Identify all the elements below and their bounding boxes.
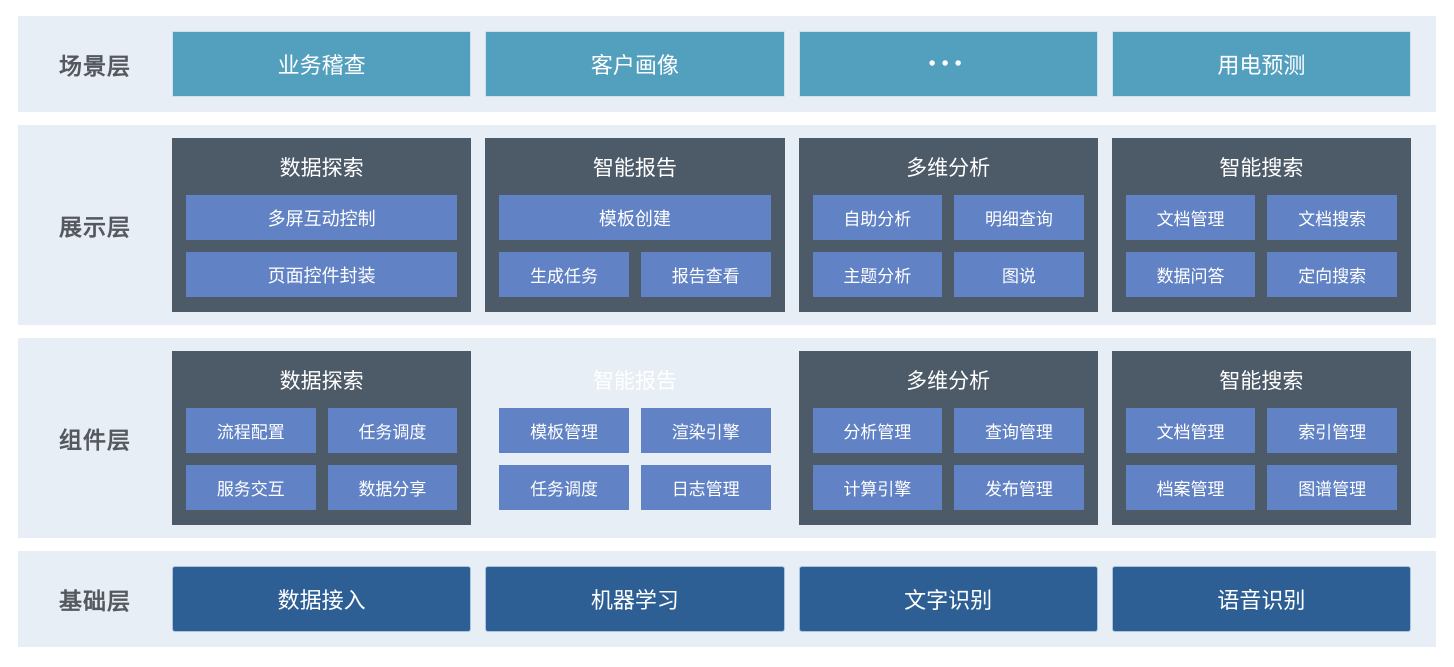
foundation-layer-band: 基础层 数据接入 机器学习 文字识别 语音识别 xyxy=(18,551,1436,647)
group-card-no-background: 智能报告 模板管理 渲染引擎 任务调度 日志管理 xyxy=(485,351,784,525)
group-items: 文档管理 文档搜索 数据问答 定向搜索 xyxy=(1125,195,1397,297)
module-chip: 任务调度 xyxy=(327,408,458,453)
foundation-layer-label-cell: 基础层 xyxy=(18,551,172,647)
module-chip: 档案管理 xyxy=(1125,465,1256,510)
component-groups-row: 数据探索 流程配置 任务调度 服务交互 数据分享 智能报告 模板管理 渲染引擎 … xyxy=(172,338,1411,538)
group-items: 流程配置 任务调度 服务交互 数据分享 xyxy=(186,408,458,510)
component-layer-label-cell: 组件层 xyxy=(18,338,172,538)
layer-label: 组件层 xyxy=(59,427,131,453)
group-items: 模板管理 渲染引擎 任务调度 日志管理 xyxy=(499,408,771,510)
module-chip: 查询管理 xyxy=(954,408,1084,453)
foundation-button: 语音识别 xyxy=(1111,566,1411,632)
group-card: 智能搜索 文档管理 索引管理 档案管理 图谱管理 xyxy=(1111,351,1411,525)
module-chip: 分析管理 xyxy=(812,408,943,453)
group-title: 多维分析 xyxy=(906,369,991,393)
group-title: 数据探索 xyxy=(279,369,364,393)
module-chip: 图说 xyxy=(954,252,1084,297)
group-title: 智能报告 xyxy=(592,156,677,180)
module-chip: 数据问答 xyxy=(1125,252,1256,297)
scenario-button: 用电预测 xyxy=(1111,31,1411,97)
component-layer-band: 组件层 数据探索 流程配置 任务调度 服务交互 数据分享 智能报告 模板管理 渲… xyxy=(18,338,1436,538)
module-chip: 日志管理 xyxy=(640,465,771,510)
group-card: 多维分析 自助分析 明细查询 主题分析 图说 xyxy=(798,138,1098,312)
module-chip: 页面控件封装 xyxy=(186,252,458,297)
group-card: 多维分析 分析管理 查询管理 计算引擎 发布管理 xyxy=(798,351,1098,525)
module-chip: 报告查看 xyxy=(640,252,771,297)
module-chip: 自助分析 xyxy=(812,195,943,240)
module-chip: 服务交互 xyxy=(186,465,316,510)
module-chip: 主题分析 xyxy=(812,252,943,297)
module-chip: 多屏互动控制 xyxy=(186,195,458,240)
module-chip: 发布管理 xyxy=(954,465,1084,510)
scenario-button-ellipsis: ••• xyxy=(798,31,1098,97)
foundation-buttons-row: 数据接入 机器学习 文字识别 语音识别 xyxy=(172,551,1411,647)
module-chip: 图谱管理 xyxy=(1267,465,1397,510)
group-title: 数据探索 xyxy=(279,156,364,180)
module-chip: 文档管理 xyxy=(1125,408,1256,453)
module-chip: 数据分享 xyxy=(327,465,458,510)
module-chip: 生成任务 xyxy=(499,252,629,297)
foundation-button: 文字识别 xyxy=(798,566,1098,632)
group-card: 数据探索 流程配置 任务调度 服务交互 数据分享 xyxy=(172,351,472,525)
presentation-layer-band: 展示层 数据探索 多屏互动控制 页面控件封装 智能报告 模板创建 生成任务 报告… xyxy=(18,125,1436,325)
scenario-layer-label-cell: 场景层 xyxy=(18,16,172,112)
group-items: 文档管理 索引管理 档案管理 图谱管理 xyxy=(1125,408,1397,510)
module-chip: 索引管理 xyxy=(1267,408,1397,453)
presentation-layer-label-cell: 展示层 xyxy=(18,125,172,325)
group-card: 数据探索 多屏互动控制 页面控件封装 xyxy=(172,138,472,312)
module-chip: 计算引擎 xyxy=(812,465,943,510)
module-chip: 任务调度 xyxy=(499,465,629,510)
presentation-groups-row: 数据探索 多屏互动控制 页面控件封装 智能报告 模板创建 生成任务 报告查看 多… xyxy=(172,125,1411,325)
scenario-buttons-row: 业务稽查 客户画像 ••• 用电预测 xyxy=(172,16,1411,112)
group-title: 智能搜索 xyxy=(1219,369,1304,393)
module-chip: 流程配置 xyxy=(186,408,316,453)
module-chip: 定向搜索 xyxy=(1267,252,1397,297)
group-title: 智能搜索 xyxy=(1219,156,1304,180)
layer-label: 场景层 xyxy=(59,53,131,79)
group-items: 模板创建 生成任务 报告查看 xyxy=(499,195,771,297)
foundation-button: 机器学习 xyxy=(485,566,785,632)
module-chip: 渲染引擎 xyxy=(640,408,771,453)
group-card: 智能报告 模板创建 生成任务 报告查看 xyxy=(485,138,785,312)
module-chip: 文档搜索 xyxy=(1267,195,1397,240)
module-chip: 文档管理 xyxy=(1125,195,1256,240)
layer-label: 展示层 xyxy=(59,214,131,240)
module-chip: 模板创建 xyxy=(499,195,771,240)
group-title: 智能报告 xyxy=(592,369,677,393)
module-chip: 模板管理 xyxy=(499,408,629,453)
module-chip: 明细查询 xyxy=(954,195,1084,240)
scenario-button: 客户画像 xyxy=(485,31,785,97)
group-items: 多屏互动控制 页面控件封装 xyxy=(186,195,458,297)
group-title: 多维分析 xyxy=(906,156,991,180)
group-items: 自助分析 明细查询 主题分析 图说 xyxy=(812,195,1084,297)
group-card: 智能搜索 文档管理 文档搜索 数据问答 定向搜索 xyxy=(1111,138,1411,312)
scenario-layer-band: 场景层 业务稽查 客户画像 ••• 用电预测 xyxy=(18,16,1436,112)
foundation-button: 数据接入 xyxy=(172,566,472,632)
layer-label: 基础层 xyxy=(59,588,131,614)
scenario-button: 业务稽查 xyxy=(172,31,472,97)
group-items: 分析管理 查询管理 计算引擎 发布管理 xyxy=(812,408,1084,510)
